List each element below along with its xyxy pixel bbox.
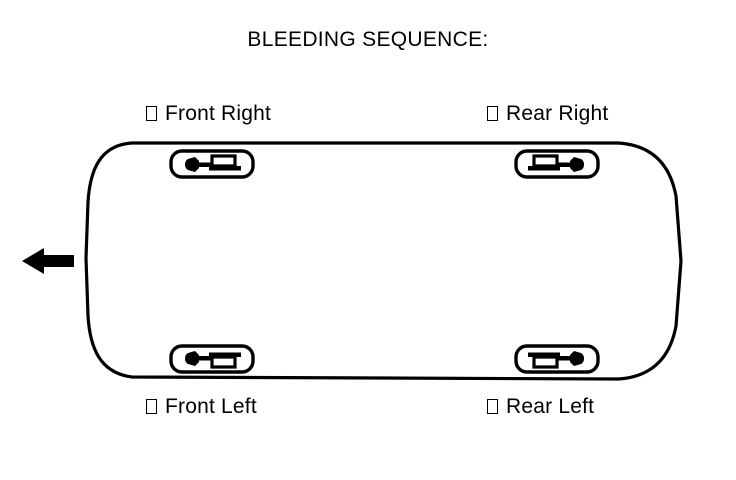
- vehicle-body-outline: [84, 141, 683, 381]
- label-front-right: Front Right: [146, 103, 271, 124]
- tofu-box-icon: [487, 399, 498, 414]
- page-title: BLEEDING SEQUENCE:: [247, 28, 489, 51]
- label-front-right-text: Front Right: [165, 102, 272, 125]
- caliper-icon-front-right: [169, 149, 255, 179]
- label-rear-left: Rear Left: [487, 396, 594, 417]
- label-front-left-text: Front Left: [165, 395, 257, 418]
- vehicle-front-direction-arrow: [22, 248, 74, 274]
- tofu-box-icon: [487, 106, 498, 121]
- label-rear-left-text: Rear Left: [506, 395, 595, 418]
- label-rear-right-text: Rear Right: [506, 102, 609, 125]
- tofu-box-icon: [146, 106, 157, 121]
- label-rear-right: Rear Right: [487, 103, 608, 124]
- tofu-box-icon: [146, 399, 157, 414]
- caliper-icon-rear-right: [514, 149, 600, 179]
- caliper-icon-front-left: [169, 344, 255, 374]
- caliper-icon-rear-left: [514, 344, 600, 374]
- label-front-left: Front Left: [146, 396, 257, 417]
